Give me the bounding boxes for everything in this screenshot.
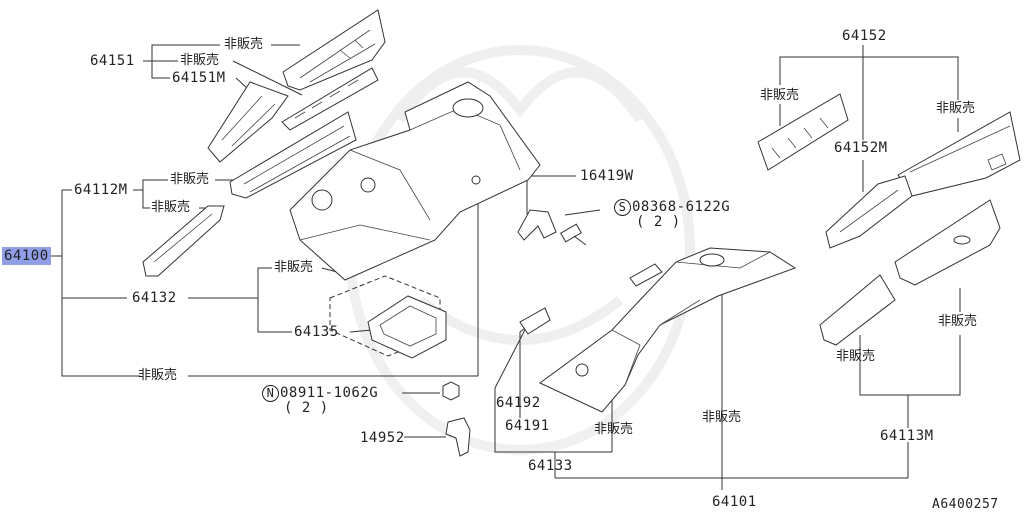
leader-lines-right [779, 45, 961, 478]
part-number-08368-6122g[interactable]: 08368-6122G [632, 199, 731, 215]
label-not-sold-64152-left: 非販売 [760, 88, 800, 103]
part-64113m-ns-lower [819, 274, 896, 346]
part-label-64152m[interactable]: 64152M [834, 140, 888, 156]
part-64192-bracket [519, 263, 663, 335]
label-not-sold-64101: 非販売 [702, 410, 742, 425]
label-not-sold-64113m-left: 非販売 [836, 349, 876, 364]
leader-lines-center [402, 175, 908, 490]
part-64112m-lower [142, 205, 225, 277]
diagram-reference-code: A6400257 [932, 497, 999, 512]
label-not-sold-64100: 非販売 [138, 368, 178, 383]
part-label-64152[interactable]: 64152 [842, 28, 887, 44]
part-64152-ns-rail [897, 111, 1021, 197]
label-not-sold-64132: 非販売 [274, 260, 314, 275]
label-not-sold-64151-middle: 非販売 [180, 53, 220, 68]
part-number-64100[interactable]: 64100 [2, 247, 51, 265]
label-not-sold-64152-right: 非販売 [936, 101, 976, 116]
part-label-64101[interactable]: 64101 [712, 494, 757, 510]
part-label-64112m[interactable]: 64112M [74, 182, 128, 198]
label-not-sold-64112m-upper: 非販売 [170, 172, 210, 187]
part-64151m-panel [207, 81, 289, 163]
s-marker-icon: S [614, 199, 631, 216]
part-64101-member [539, 247, 797, 413]
part-label-64100[interactable]: 64100 [2, 247, 51, 265]
part-64100-wheelhouse [289, 81, 541, 281]
part-label-64133[interactable]: 64133 [528, 458, 573, 474]
part-label-64191[interactable]: 64191 [505, 418, 550, 434]
part-14952-bracket [445, 417, 471, 457]
part-label-64132[interactable]: 64132 [132, 290, 177, 306]
label-not-sold-64113m-right: 非販売 [938, 314, 978, 329]
part-label-64135[interactable]: 64135 [294, 324, 339, 340]
part-16419w-clip [517, 209, 557, 241]
label-not-sold-64191: 非販売 [594, 422, 634, 437]
part-64112m-upper [229, 111, 357, 199]
part-label-64151m[interactable]: 64151M [172, 70, 226, 86]
part-64151-upper-rail [282, 9, 386, 91]
part-64113m-ns-upper [894, 199, 1001, 286]
part-label-16419w[interactable]: 16419W [580, 168, 634, 184]
part-number-08911-1062g[interactable]: 08911-1062G [280, 385, 379, 401]
part-64151-bracket [281, 67, 379, 131]
n-marker-icon: N [262, 385, 279, 402]
part-08368-bolt [560, 223, 587, 246]
part-label-64192[interactable]: 64192 [496, 395, 541, 411]
quantity-08368-6122g: ( 2 ) [636, 214, 681, 230]
part-label-64113m[interactable]: 64113M [880, 428, 934, 444]
part-64152-ns-bracket [757, 93, 849, 171]
part-64152m-rail [825, 175, 913, 249]
label-not-sold-64112m-lower: 非販売 [151, 200, 191, 215]
part-64135-tray [329, 275, 447, 359]
label-not-sold-64151-upper: 非販売 [224, 37, 264, 52]
part-label-14952[interactable]: 14952 [360, 430, 405, 446]
part-label-64151[interactable]: 64151 [90, 53, 135, 69]
part-08911-nut [442, 381, 460, 401]
quantity-08911-1062g: ( 2 ) [284, 400, 329, 416]
